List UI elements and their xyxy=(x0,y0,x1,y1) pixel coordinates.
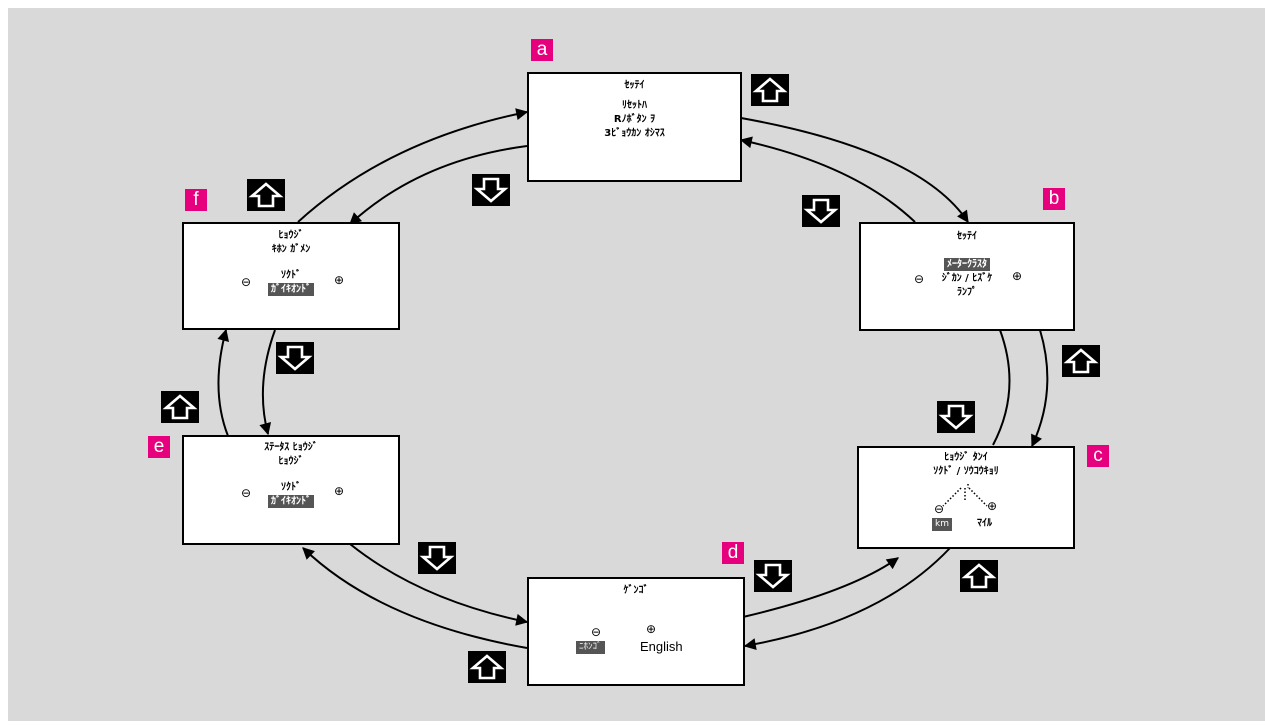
screen-f-option-1: ｿｸﾄﾞ xyxy=(281,270,301,281)
arrow-up-icon xyxy=(751,74,789,106)
screen-a: ｾｯﾃｲ ﾘｾｯﾄﾊ Rﾉﾎﾞﾀﾝ ｦ 3ﾋﾞｮｳｶﾝ ｵｼﾏｽ xyxy=(527,72,742,182)
screen-a-title: ｾｯﾃｲ xyxy=(624,80,645,91)
connector-a-to-f xyxy=(349,145,528,225)
screen-b-title: ｾｯﾃｲ xyxy=(957,231,977,242)
arrow-up-icon xyxy=(1062,345,1100,377)
screen-c-title: ﾋｮｳｼﾞ ﾀﾝｲ xyxy=(944,452,988,463)
connector-e-to-f xyxy=(217,328,230,437)
screen-d-option-japanese: ﾆﾎﾝｺﾞ xyxy=(576,641,605,654)
step-label-f: f xyxy=(185,189,207,211)
screen-c-option-mile: ﾏｲﾙ xyxy=(977,518,992,529)
plus-icon: ⊕ xyxy=(1012,269,1023,283)
screen-e-subtitle: ﾋｮｳｼﾞ xyxy=(278,456,304,467)
screen-f-option-selected: ｶﾞｲｷｵﾝﾄﾞ xyxy=(268,283,314,296)
screen-a-line-2: Rﾉﾎﾞﾀﾝ ｦ xyxy=(613,114,656,125)
screen-e: ｽﾃｰﾀｽ ﾋｮｳｼﾞ ﾋｮｳｼﾞ ｿｸﾄﾞ ｶﾞｲｷｵﾝﾄﾞ ⊖ ⊕ xyxy=(182,435,400,545)
screen-c-option-km: km xyxy=(932,518,952,531)
step-label-b: b xyxy=(1043,188,1065,210)
screen-b-option-selected: ﾒｰﾀｰｸﾗｽﾀ xyxy=(944,258,990,271)
minus-icon: ⊖ xyxy=(934,502,945,516)
step-label-d: d xyxy=(722,542,744,564)
arrow-down-icon xyxy=(802,195,840,227)
screen-d: ｹﾞﾝｺﾞ ⊖ ⊕ ﾆﾎﾝｺﾞ English xyxy=(527,577,745,686)
screen-b-option-2: ｼﾞｶﾝ / ﾋｽﾞｹ xyxy=(941,273,993,284)
step-label-c: c xyxy=(1087,445,1109,467)
arrow-down-icon xyxy=(937,401,975,433)
connector-b-to-c xyxy=(1031,329,1049,448)
arrow-down-icon xyxy=(472,174,510,206)
minus-icon: ⊖ xyxy=(591,625,602,639)
minus-icon: ⊖ xyxy=(241,275,252,289)
arrow-up-icon xyxy=(161,391,199,423)
connector-f-to-a xyxy=(297,108,529,223)
connector-a-to-b xyxy=(740,117,969,223)
screen-c: ﾋｮｳｼﾞ ﾀﾝｲ ｿｸﾄﾞ / ｿｳｺｳｷｮﾘ ⊖ ⊕ km ﾏｲﾙ xyxy=(857,446,1075,549)
plus-icon: ⊕ xyxy=(334,273,345,287)
screen-c-selector-lines xyxy=(942,484,988,507)
screen-d-title: ｹﾞﾝｺﾞ xyxy=(623,585,649,596)
step-label-e: e xyxy=(148,436,170,458)
arrow-up-icon xyxy=(468,651,506,683)
arrow-down-icon xyxy=(754,560,792,592)
screen-c-subtitle: ｿｸﾄﾞ / ｿｳｺｳｷｮﾘ xyxy=(933,466,999,477)
screen-a-line-3: 3ﾋﾞｮｳｶﾝ ｵｼﾏｽ xyxy=(604,128,665,139)
minus-icon: ⊖ xyxy=(914,272,925,286)
connector-e-to-d xyxy=(349,543,529,626)
screen-e-option-1: ｿｸﾄﾞ xyxy=(281,482,301,493)
connector-f-to-e xyxy=(259,329,276,436)
arrow-down-icon xyxy=(418,542,456,574)
screen-b: ｾｯﾃｲ ﾒｰﾀｰｸﾗｽﾀ ｼﾞｶﾝ / ﾋｽﾞｹ ﾗﾝﾌﾟ ⊖ ⊕ xyxy=(859,222,1075,331)
screen-e-option-selected: ｶﾞｲｷｵﾝﾄﾞ xyxy=(268,495,314,508)
arrow-up-icon xyxy=(247,179,285,211)
connector-d-to-c xyxy=(742,557,899,618)
screen-d-option-english: English xyxy=(640,639,683,654)
screen-f: ﾋｮｳｼﾞ ｷﾎﾝ ｶﾞﾒﾝ ｿｸﾄﾞ ｶﾞｲｷｵﾝﾄﾞ ⊖ ⊕ xyxy=(182,222,400,330)
plus-icon: ⊕ xyxy=(334,484,345,498)
plus-icon: ⊕ xyxy=(987,499,998,513)
screen-f-title: ﾋｮｳｼﾞ xyxy=(278,230,304,241)
connector-c-to-b xyxy=(992,329,1011,446)
screen-f-subtitle: ｷﾎﾝ ｶﾞﾒﾝ xyxy=(271,244,311,255)
arrow-up-icon xyxy=(960,560,998,592)
step-label-a: a xyxy=(531,39,553,61)
screen-a-line-1: ﾘｾｯﾄﾊ xyxy=(622,100,647,111)
connector-c-to-d xyxy=(743,547,951,651)
screen-b-option-3: ﾗﾝﾌﾟ xyxy=(957,287,977,298)
arrow-down-icon xyxy=(276,342,314,374)
connector-d-to-e xyxy=(302,547,528,649)
minus-icon: ⊖ xyxy=(241,486,252,500)
screen-e-title: ｽﾃｰﾀｽ ﾋｮｳｼﾞ xyxy=(264,442,318,453)
connector-b-to-a xyxy=(739,136,916,223)
plus-icon: ⊕ xyxy=(646,622,657,636)
